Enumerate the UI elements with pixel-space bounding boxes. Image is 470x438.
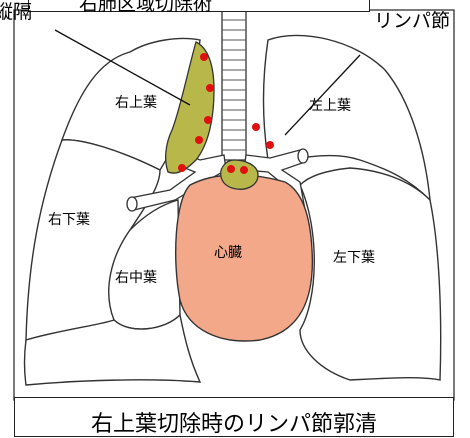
- lymph-node-label: リンパ節: [372, 10, 451, 32]
- lymph-node: [195, 136, 203, 144]
- label-right-middle-lobe: 右中葉: [115, 270, 157, 286]
- label-right-upper-lobe: 右上葉: [115, 95, 157, 111]
- leader-line-lymph: [284, 54, 361, 136]
- lymph-node: [206, 84, 214, 92]
- caption-text: 右上葉切除時のリンパ節郭清: [90, 412, 377, 437]
- lymph-region-subcarinal: [220, 159, 259, 190]
- left-lung-lower-lobe: [299, 167, 442, 381]
- label-heart: 心臓: [214, 245, 242, 261]
- lymph-node: [240, 166, 248, 174]
- cut-label-left: 縦隔: [0, 1, 33, 23]
- title-banner: 右肺区域切除術: [28, 0, 370, 15]
- lymph-node: [227, 165, 235, 173]
- trachea: [221, 9, 247, 161]
- label-right-lower-lobe: 右下葉: [48, 212, 90, 228]
- right-lung-base: [23, 313, 202, 386]
- title-banner-text: 右肺区域切除術: [79, 0, 213, 15]
- lymph-node: [266, 141, 274, 149]
- leader-line-mediastinal: [54, 29, 191, 106]
- label-left-lower-lobe: 左下葉: [333, 250, 375, 266]
- lymph-node: [204, 116, 212, 124]
- heart: [175, 174, 314, 342]
- label-left-upper-lobe: 左上葉: [309, 98, 351, 114]
- caption-box: 右上葉切除時のリンパ節郭清: [14, 397, 454, 437]
- lymph-node: [252, 123, 260, 131]
- lymph-nodes: [178, 53, 274, 174]
- lymph-node: [200, 53, 208, 61]
- left-lung-upper-lobe: [262, 34, 431, 202]
- lymph-node: [178, 164, 186, 172]
